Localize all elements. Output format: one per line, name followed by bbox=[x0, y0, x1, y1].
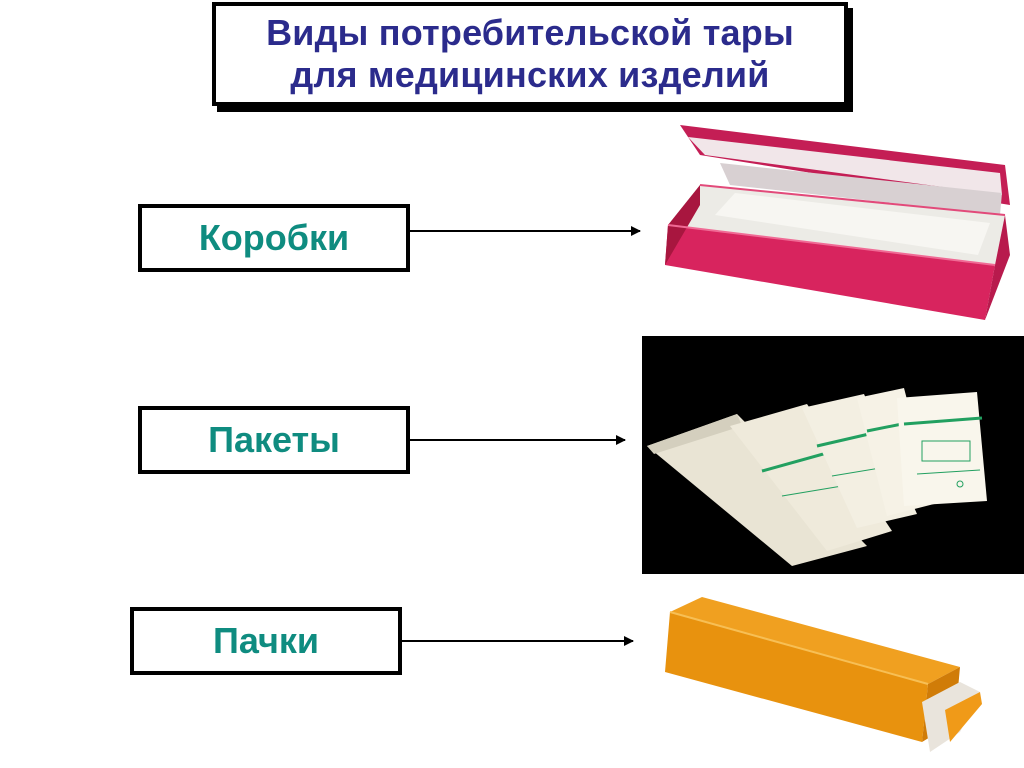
sterilization-pouches-image bbox=[642, 336, 1024, 574]
orange-carton-image bbox=[660, 592, 990, 762]
pink-box-image bbox=[660, 115, 1012, 330]
